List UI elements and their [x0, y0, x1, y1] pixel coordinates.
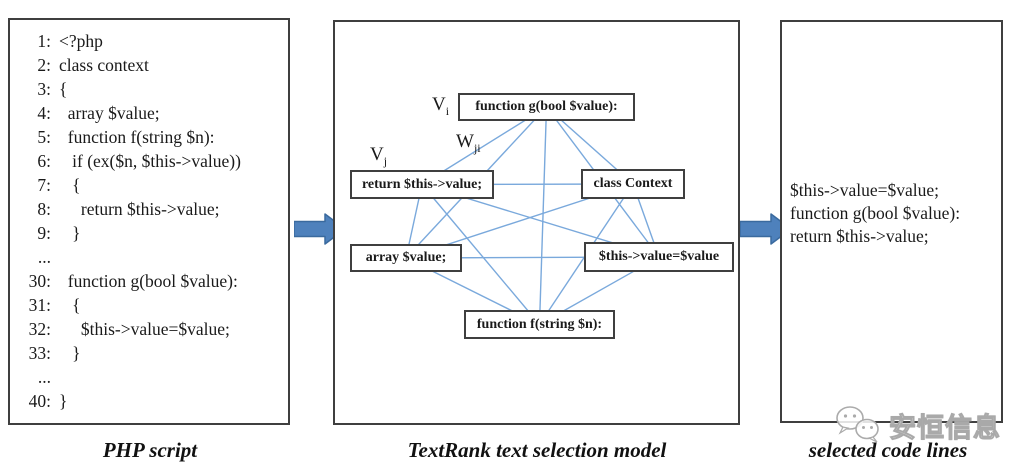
code-line: 4: array $value;: [23, 101, 284, 125]
code-line: 30: function g(bool $value):: [23, 269, 284, 293]
textrank-panel: function g(bool $value): return $this->v…: [333, 20, 740, 425]
code-text: {: [59, 295, 81, 315]
selected-code-line: function g(bool $value):: [790, 203, 961, 223]
line-number: 8:: [37, 199, 51, 219]
code-line: 8: return $this->value;: [23, 197, 284, 221]
code-text: return $this->value;: [59, 199, 220, 219]
php-code-listing: 1: <?php 2: class context 3: { 4: array $va…: [10, 20, 288, 413]
label-vj: Vj: [370, 144, 388, 168]
line-number: 3:: [37, 79, 51, 99]
graph-node-class-context: class Context: [581, 169, 685, 199]
line-number: 4:: [37, 103, 51, 123]
line-number: ...: [37, 247, 51, 267]
graph-node-function-f: function f(string $n):: [464, 310, 615, 339]
php-script-panel: 1: <?php 2: class context 3: { 4: array $va…: [8, 18, 290, 425]
watermark-text: 安恒信息: [889, 412, 1001, 443]
code-text: <?php: [59, 31, 103, 51]
line-number: 1:: [37, 31, 51, 51]
line-number: 33:: [28, 343, 51, 363]
code-line: 33: }: [23, 341, 284, 365]
code-line: 2: class context: [23, 53, 284, 77]
selected-code-block: $this->value=$value; function g(bool $va…: [790, 179, 960, 248]
line-number: ...: [37, 367, 51, 387]
code-text: {: [59, 79, 68, 99]
caption-textrank-model: TextRank text selection model: [407, 438, 667, 462]
label-vi: Vi: [432, 94, 450, 118]
code-text: $this->value=$value;: [59, 319, 230, 339]
code-line: 9: }: [23, 221, 284, 245]
code-text: if (ex($n, $this->value)): [59, 151, 241, 171]
graph-edges: [405, 106, 660, 326]
line-number: 31:: [28, 295, 51, 315]
code-text: class context: [59, 55, 149, 75]
code-text: }: [59, 223, 81, 243]
code-text: array $value;: [59, 103, 160, 123]
graph-node-return-value: return $this->value;: [350, 170, 494, 199]
graph-node-label: class Context: [593, 176, 673, 191]
code-line: 7: {: [23, 173, 284, 197]
graph-node-array-value: array $value;: [350, 244, 462, 272]
caption-php-script: PHP script: [102, 438, 198, 462]
graph-node-label: function f(string $n):: [476, 316, 603, 332]
line-number: 2:: [37, 55, 51, 75]
code-text: {: [59, 175, 81, 195]
graph-node-label: $this->value=$value: [598, 249, 720, 264]
code-line: 32: $this->value=$value;: [23, 317, 284, 341]
caption-selected-lines: selected code lines: [808, 438, 968, 462]
code-text: }: [59, 391, 68, 411]
code-line: 3: {: [23, 77, 284, 101]
code-line: 40:}: [23, 389, 284, 413]
graph-node-label: return $this->value;: [361, 176, 483, 192]
code-line: ...: [23, 365, 284, 389]
code-line: 5: function f(string $n):: [23, 125, 284, 149]
line-number: 30:: [28, 271, 51, 291]
selected-code-line: $this->value=$value;: [790, 180, 940, 200]
line-number: 6:: [37, 151, 51, 171]
code-text: function f(string $n):: [59, 127, 215, 147]
label-wji: Wji: [456, 131, 481, 155]
code-line: 1: <?php: [23, 29, 284, 53]
graph-node-assign-value: $this->value=$value: [584, 242, 734, 272]
line-number: 32:: [28, 319, 51, 339]
watermark: 安恒信息: [833, 404, 1001, 446]
code-line: ...: [23, 245, 284, 269]
graph-node-function-g: function g(bool $value):: [458, 93, 635, 121]
selected-code-line: return $this->value;: [790, 226, 929, 246]
code-line: 6: if (ex($n, $this->value)): [23, 149, 284, 173]
line-number: 7:: [37, 175, 51, 195]
code-line: 31: {: [23, 293, 284, 317]
line-number: 9:: [37, 223, 51, 243]
wechat-chat-bubbles-icon: [836, 406, 879, 443]
graph-node-label: array $value;: [365, 250, 447, 265]
line-number: 5:: [37, 127, 51, 147]
graph-node-label: function g(bool $value):: [475, 99, 618, 114]
code-text: function g(bool $value):: [59, 271, 238, 291]
selected-lines-panel: $this->value=$value; function g(bool $va…: [780, 20, 1003, 423]
line-number: 40:: [28, 391, 51, 411]
code-text: }: [59, 343, 81, 363]
